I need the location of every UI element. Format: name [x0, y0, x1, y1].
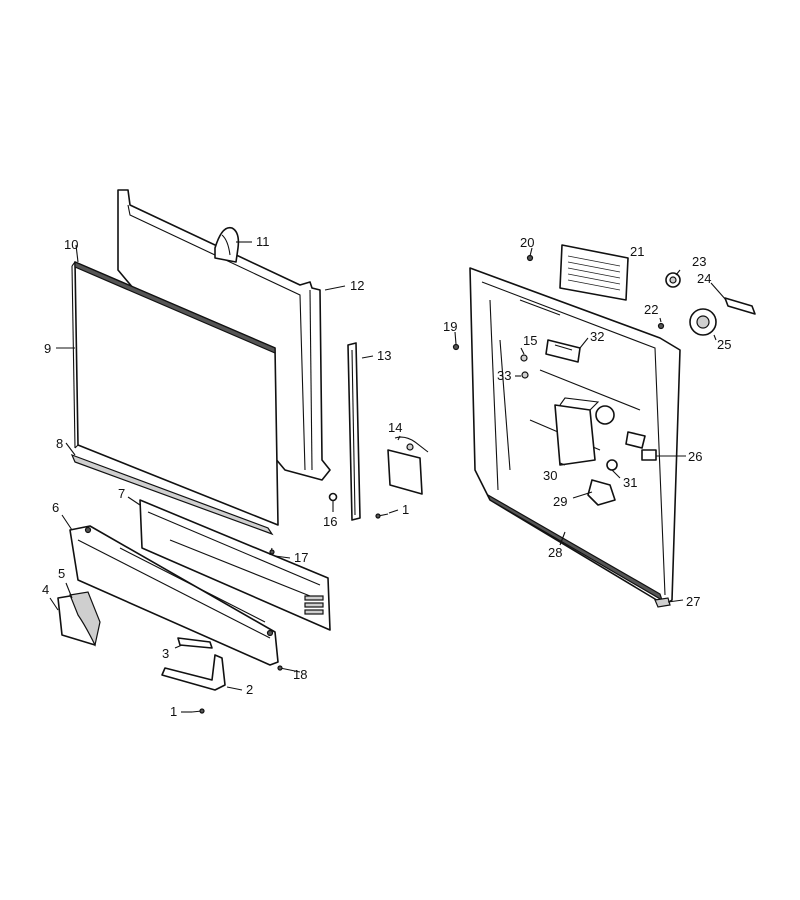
callout-27: 27 — [686, 594, 700, 609]
leader-lines — [49, 241, 727, 713]
part-31-switch — [606, 431, 646, 471]
callout-21: 21 — [630, 244, 644, 259]
callout-32: 32 — [590, 329, 604, 344]
part-13-side-strip — [347, 342, 361, 521]
callout-24: 24 — [697, 271, 711, 286]
part-15-clip — [520, 354, 528, 362]
part-11-bracket — [214, 226, 240, 263]
part-21-vent — [559, 244, 629, 301]
part-8-bottom-trim — [70, 453, 274, 536]
part-7-kick-plate — [139, 499, 331, 631]
callout-8: 8 — [56, 436, 63, 451]
part-6-lower-panel — [69, 525, 279, 666]
callout-9: 9 — [44, 341, 51, 356]
part-1-screw-a — [375, 513, 389, 519]
part-22-screw — [657, 322, 665, 330]
part-20-screw — [526, 254, 534, 262]
callout-30: 30 — [543, 468, 557, 483]
callout-20: 20 — [520, 235, 534, 250]
callout-25: 25 — [717, 337, 731, 352]
callout-15: 15 — [523, 333, 537, 348]
part-24-shaft — [724, 297, 756, 315]
part-25-knob — [689, 308, 717, 336]
callout-5: 5 — [58, 566, 65, 581]
callout-33: 33 — [497, 368, 511, 383]
callout-26: 26 — [688, 449, 702, 464]
callout-16: 16 — [323, 514, 337, 529]
part-10-trim-strip — [74, 261, 276, 354]
callout-4: 4 — [42, 582, 49, 597]
callout-28: 28 — [548, 545, 562, 560]
callout-2: 2 — [246, 682, 253, 697]
part-19-screw — [452, 343, 460, 351]
part-32-latch — [545, 339, 581, 363]
callout-31: 31 — [623, 475, 637, 490]
part-17-screw — [269, 547, 275, 556]
callout-23: 23 — [692, 254, 706, 269]
part-26-component — [641, 449, 657, 461]
part-2-bracket — [161, 654, 226, 691]
callout-22: 22 — [644, 302, 658, 317]
callout-6: 6 — [52, 500, 59, 515]
part-30-dispenser — [554, 397, 615, 466]
part-27-gasket — [486, 493, 671, 608]
callout-1-b: 1 — [170, 704, 177, 719]
callout-10: 10 — [64, 237, 78, 252]
callout-19: 19 — [443, 319, 457, 334]
callout-1-a: 1 — [402, 502, 409, 517]
callout-17: 17 — [294, 550, 308, 565]
callout-3: 3 — [162, 646, 169, 661]
part-5-insulation — [69, 591, 101, 647]
part-23-bearing — [665, 272, 681, 288]
callout-7: 7 — [118, 486, 125, 501]
callout-labels: 10 9 8 11 12 13 14 16 1 7 6 17 5 4 3 18 … — [42, 234, 731, 719]
callout-14: 14 — [388, 420, 402, 435]
part-18-screw — [277, 665, 291, 671]
callout-29: 29 — [553, 494, 567, 509]
callout-12: 12 — [350, 278, 364, 293]
callout-11: 11 — [256, 234, 270, 249]
part-33-clip — [521, 371, 529, 379]
part-16-nut — [328, 492, 338, 502]
part-3-bracket — [177, 637, 213, 649]
callout-13: 13 — [377, 348, 391, 363]
part-14-cover — [387, 436, 429, 495]
part-1-screw-b — [191, 708, 205, 714]
callout-18: 18 — [293, 667, 307, 682]
